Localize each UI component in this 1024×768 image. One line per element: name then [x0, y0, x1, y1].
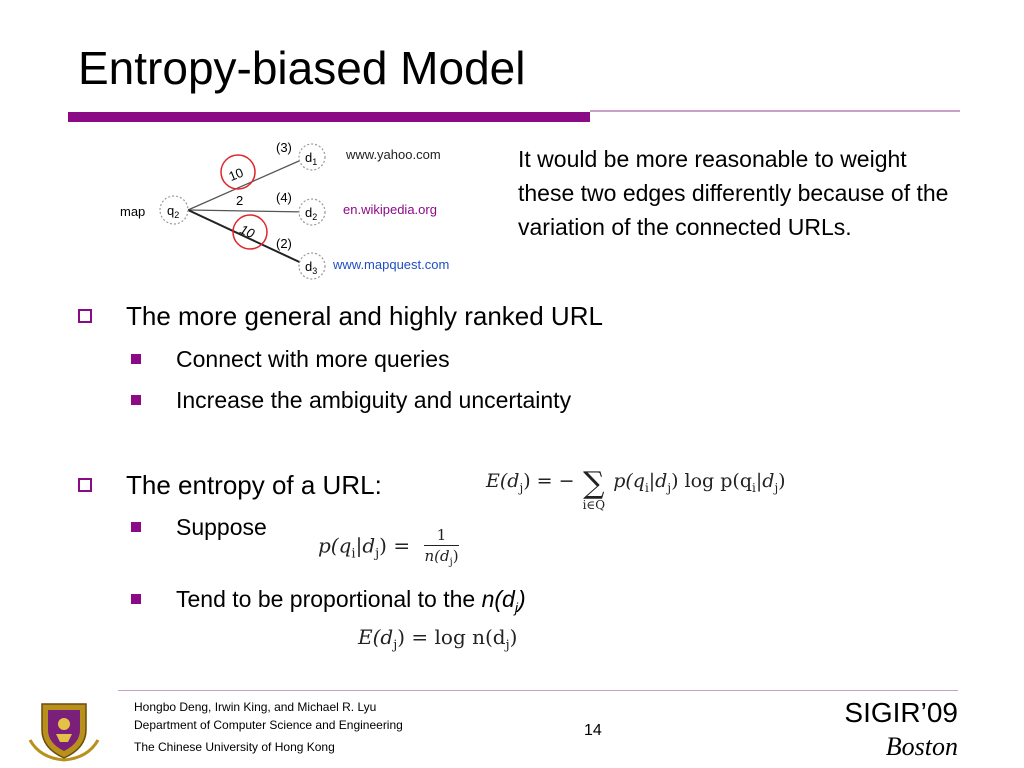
bullet-marker-2: [78, 478, 92, 492]
edge-weight-bottom: 10: [238, 222, 258, 242]
sub-bullet-1a: Connect with more queries: [176, 346, 450, 372]
doc-url-d2: en.wikipedia.org: [343, 202, 437, 217]
doc-node-d1: [298, 143, 326, 171]
bullet-marker-1: [78, 309, 92, 323]
footer-authors: Hongbo Deng, Irwin King, and Michael R. …: [134, 700, 377, 714]
title-underline-line: [590, 110, 960, 112]
sub-bullet-marker-1b: [131, 395, 141, 405]
footer-department: Department of Computer Science and Engin…: [134, 718, 403, 732]
doc-url-d1: www.yahoo.com: [345, 147, 441, 162]
page-number: 14: [584, 722, 602, 739]
conference-name: SIGIR’09: [844, 697, 958, 728]
callout-text: It would be more reasonable to weight th…: [518, 146, 949, 240]
doc-count-d3: (2): [276, 236, 292, 251]
title-underline-bar: [68, 112, 590, 122]
doc-url-d3: www.mapquest.com: [332, 257, 449, 272]
university-crest-icon: [28, 703, 100, 762]
footer-university: The Chinese University of Hong Kong: [134, 740, 335, 754]
doc-count-d1: (3): [276, 140, 292, 155]
edge-q2-d3: [187, 209, 309, 267]
slide-title: Entropy-biased Model: [78, 42, 526, 94]
query-node: [159, 195, 189, 225]
edge-weight-middle: 2: [236, 193, 243, 208]
query-label: map: [120, 204, 145, 219]
doc-node-d1-label: d1: [305, 150, 317, 167]
bullet-2: The entropy of a URL:: [126, 470, 382, 500]
sub-bullet-2a: Suppose: [176, 514, 267, 540]
sub-bullet-2b: Tend to be proportional to the n(dj): [176, 586, 526, 616]
doc-node-d3-label: d3: [305, 259, 317, 276]
sub-bullet-1b: Increase the ambiguity and uncertainty: [176, 387, 572, 413]
query-url-graph: map q2 d1 d2 d3 (3) (4) (2) www.yahoo.co…: [120, 140, 449, 280]
formula-entropy: E(dj) = − ∑ i∈Q p(qi|dj) log p(qi|dj): [486, 466, 786, 513]
doc-node-d2: [298, 198, 326, 226]
edge-q2-d2: [187, 209, 309, 213]
query-node-label: q2: [167, 203, 179, 220]
edge-q2-d1: [187, 156, 309, 211]
formula-suppose: p(qi|dj) = 1 n(dj): [318, 526, 459, 568]
doc-count-d2: (4): [276, 190, 292, 205]
conference-city: Boston: [885, 732, 958, 761]
sub-bullet-marker-1a: [131, 354, 141, 364]
doc-node-d2-label: d2: [305, 205, 317, 222]
formula-result: E(dj) = log n(dj): [358, 625, 518, 653]
sub-bullet-marker-2a: [131, 522, 141, 532]
highlight-circle-top: [220, 154, 256, 190]
sub-bullet-marker-2b: [131, 594, 141, 604]
doc-node-d3: [298, 252, 326, 280]
bullet-1: The more general and highly ranked URL: [126, 301, 603, 331]
edge-weight-top: 10: [226, 165, 245, 184]
highlight-circle-bottom: [232, 214, 268, 250]
footer-divider: [118, 690, 958, 691]
